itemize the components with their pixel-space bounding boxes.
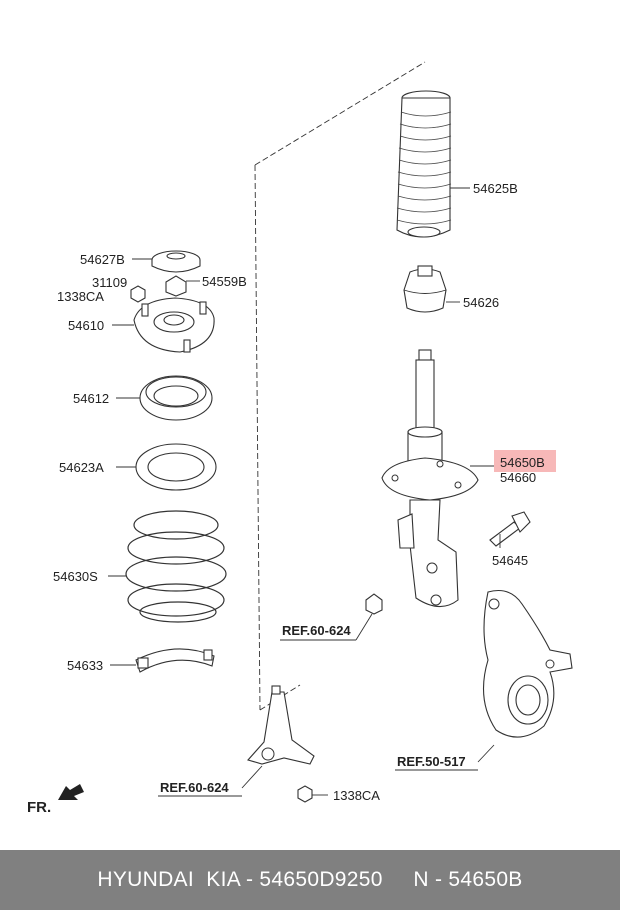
label-54559B: 54559B [202, 274, 247, 289]
lower-pad-54633[interactable] [135, 648, 215, 673]
bolt-54645[interactable] [489, 511, 531, 547]
label-54633: 54633 [67, 658, 103, 673]
flange-nut[interactable] [365, 593, 383, 615]
lower-control-arm[interactable] [247, 685, 315, 765]
front-label: FR. [27, 799, 51, 816]
label-54645: 54645 [492, 553, 528, 568]
label-1338CA-bottom: 1338CA [333, 788, 380, 803]
label-54627B: 54627B [80, 252, 125, 267]
parts-diagram: 54625B 54626 54627B 31109 1338CA 54559B … [27, 61, 573, 816]
front-arrow-icon [58, 784, 84, 800]
steering-knuckle[interactable] [483, 589, 573, 738]
ref-60-624-upper: REF.60-624 [282, 623, 351, 638]
ref-60-624-lower: REF.60-624 [160, 780, 229, 795]
label-54610: 54610 [68, 318, 104, 333]
nut-1338CA-bottom[interactable] [297, 785, 313, 803]
label-54612: 54612 [73, 391, 109, 406]
footer-bar: HYUNDAI KIA - 54650D9250 N - 54650B [0, 850, 620, 910]
cap-54627B[interactable] [151, 250, 201, 273]
ref-50-517: REF.50-517 [397, 754, 466, 769]
bump-stopper-54626[interactable] [403, 265, 447, 313]
label-54626: 54626 [463, 295, 499, 310]
spring-pad-54623A[interactable] [135, 443, 217, 491]
insulator-54610[interactable] [133, 297, 215, 353]
label-54660: 54660 [500, 470, 536, 485]
label-54650B: 54650B [500, 455, 545, 470]
bearing-54612[interactable] [139, 375, 213, 421]
strut-assembly-54650B[interactable] [381, 349, 479, 608]
highlight-54650B [494, 450, 556, 472]
nut-54559B[interactable] [165, 275, 187, 297]
nut-1338CA-top[interactable] [130, 285, 146, 303]
label-54630S: 54630S [53, 569, 98, 584]
coil-spring-54630S[interactable] [125, 510, 227, 623]
label-1338CA-top: 1338CA [57, 289, 104, 304]
dust-boot-54625B[interactable] [396, 90, 452, 238]
footer-part-number: HYUNDAI KIA - 54650D9250 N - 54650B [97, 868, 523, 891]
label-31109: 31109 [92, 275, 127, 290]
label-54623A: 54623A [59, 460, 104, 475]
label-54625B: 54625B [473, 181, 518, 196]
